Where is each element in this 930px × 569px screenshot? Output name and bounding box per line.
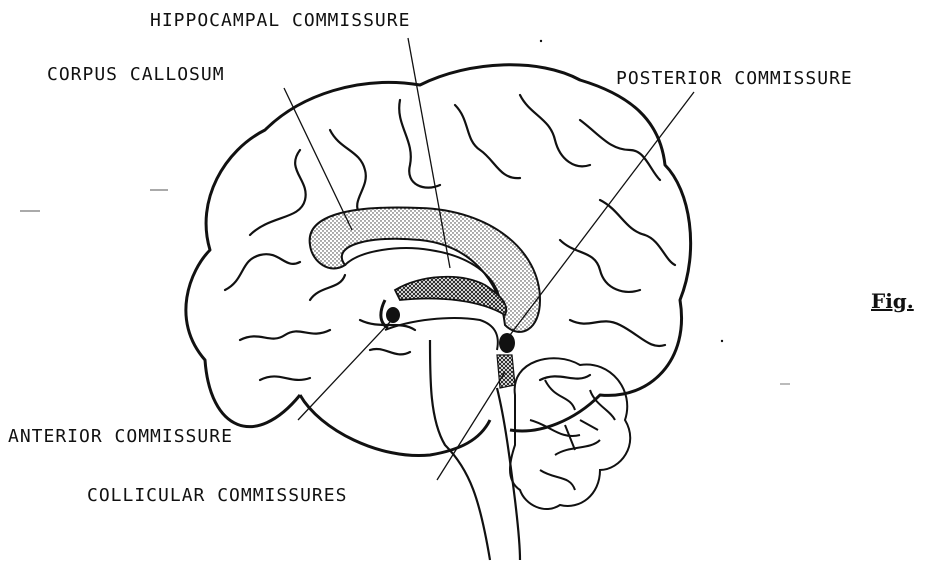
posterior-commissure-label: POSTERIOR COMMISSURE [616,70,853,88]
anterior-commissure-label: ANTERIOR COMMISSURE [8,428,233,446]
brainstem-outline [430,340,490,560]
hippocampal-commissure-label: HIPPOCAMPAL COMMISSURE [150,12,410,30]
collicular-commissures-shape [497,355,515,388]
posterior-commissure-shape [499,333,515,353]
figure-caption: Fig. [871,291,914,311]
corpus-callosum-label: CORPUS CALLOSUM [47,66,225,84]
anterior-commissure-shape [386,307,400,323]
collicular-commissures-label: COLLICULAR COMMISSURES [87,487,347,505]
cerebellum [510,358,630,509]
temporal-lobe-outline [300,395,490,456]
hippocampal-commissure-shape [395,277,506,315]
thalamus-outline [385,318,498,350]
